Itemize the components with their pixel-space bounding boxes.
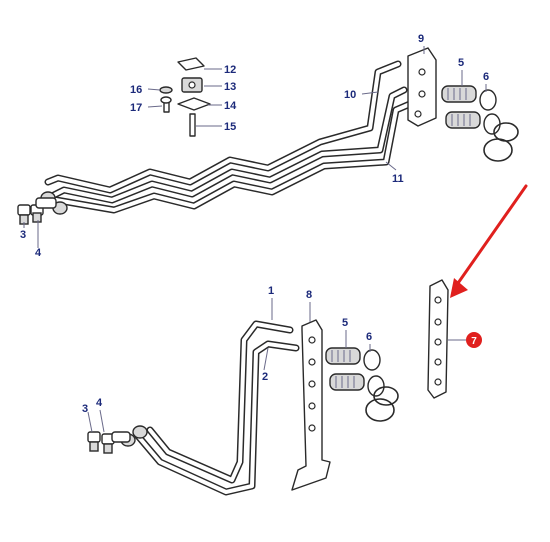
label-upper-4: 4: [35, 247, 42, 259]
upper-pipe-assembly: [40, 60, 414, 214]
label-lower-8: 8: [306, 289, 312, 301]
lower-couplers: [325, 347, 365, 391]
callout-labels: 9 5 6 10 11 12 13 14 15 16 17 3 4 1 2 8 …: [20, 33, 489, 415]
lower-dust-caps: [363, 349, 399, 422]
lower-pipe-assembly: [134, 320, 300, 496]
red-arrow-icon: [450, 184, 528, 298]
label-upper-10: 10: [344, 89, 356, 101]
label-upper-17: 17: [130, 102, 142, 114]
label-upper-5: 5: [458, 57, 464, 69]
label-lower-3: 3: [82, 403, 88, 415]
label-upper-11: 11: [392, 173, 404, 185]
highlight-badge-7: 7: [466, 332, 482, 348]
label-lower-4: 4: [96, 397, 103, 409]
upper-bracket: [407, 47, 437, 127]
highlighted-bracket-part-7: [427, 279, 449, 399]
label-upper-6: 6: [483, 71, 489, 83]
label-lower-5: 5: [342, 317, 348, 329]
label-upper-16: 16: [130, 84, 142, 96]
label-upper-3: 3: [20, 229, 26, 241]
upper-fittings: [17, 191, 68, 225]
lower-fittings: [87, 425, 148, 454]
leader-lines: [23, 46, 487, 433]
label-upper-13: 13: [224, 81, 236, 93]
clamp-parts: [159, 57, 211, 137]
label-lower-6: 6: [366, 331, 372, 343]
lower-bracket: [291, 319, 331, 491]
label-upper-9: 9: [418, 33, 424, 45]
label-highlight-7: 7: [471, 336, 477, 347]
upper-couplers: [441, 85, 481, 129]
label-lower-1: 1: [268, 285, 274, 297]
label-upper-14: 14: [224, 100, 237, 112]
label-upper-12: 12: [224, 64, 236, 76]
label-upper-15: 15: [224, 121, 236, 133]
upper-dust-caps: [479, 89, 519, 162]
label-lower-2: 2: [262, 371, 268, 383]
